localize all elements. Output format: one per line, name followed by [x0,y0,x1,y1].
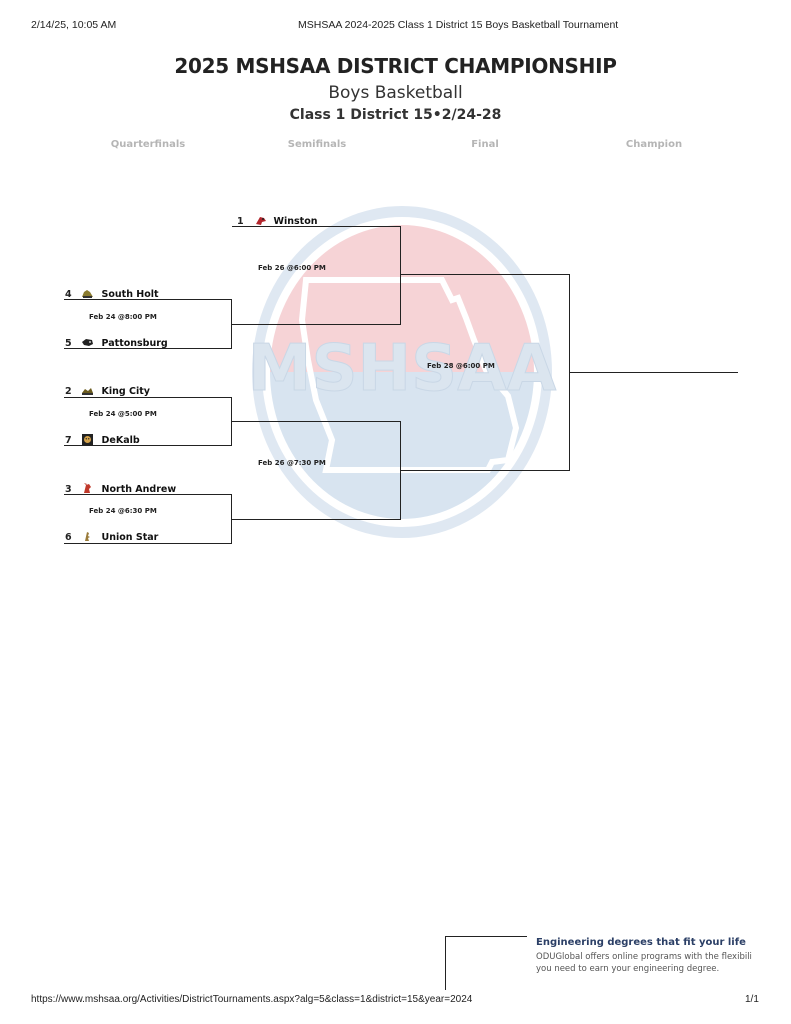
bracket-line [64,445,232,446]
seed: 3 [65,484,72,495]
round-header-final: Final [471,139,499,150]
team-entry-south-holt[interactable]: 4 South Holt [65,284,159,302]
round-header-quarterfinals: Quarterfinals [110,139,186,150]
team-entry-pattonsburg[interactable]: 5 Pattonsburg [65,333,168,351]
bracket-line [401,470,570,471]
team-name: Union Star [101,532,159,543]
trojan-logo-icon [85,532,91,541]
page-title: 2025 MSHSAA DISTRICT CHAMPIONSHIP [174,54,617,78]
round-header-champion: Champion [625,139,683,150]
seed: 4 [65,289,72,300]
bracket-line [231,299,232,349]
bracket-line [232,324,401,325]
knight-logo-icon [82,290,94,298]
team-name: Pattonsburg [101,338,168,349]
seed: 7 [65,435,72,446]
mshsaa-watermark-logo: MSHSAA [247,206,557,538]
team-name: King City [101,386,150,397]
bracket-line [400,226,401,325]
cardinal-logo-icon [256,217,267,225]
bracket-line [64,299,232,300]
bracket-line [232,421,401,422]
sport-subtitle: Boys Basketball [328,83,463,103]
game-time-qf3: Feb 24 @6:30 PM [89,507,157,515]
bracket-line [64,494,232,495]
bracket-line [64,543,232,544]
team-entry-north-andrew[interactable]: 3 North Andrew [65,479,176,497]
bracket-line [231,397,232,446]
bracket-line [232,519,401,520]
bracket-line [232,226,401,227]
team-name: Winston [273,216,318,227]
game-time-sf1: Feb 26 @6:00 PM [258,264,326,272]
print-page-title: MSHSAA 2024-2025 Class 1 District 15 Boy… [298,19,619,31]
tiger-logo-icon [82,434,94,445]
bracket-line [400,421,401,520]
champion-line [570,372,738,373]
district-subtitle: Class 1 District 15•2/24-28 [289,107,502,123]
print-url[interactable]: https://www.mshsaa.org/Activities/Distri… [31,994,473,1005]
print-page-number: 1/1 [745,994,759,1005]
ad-headline[interactable]: Engineering degrees that fit your life [536,937,746,948]
team-entry-winston[interactable]: 1 Winston [237,211,318,229]
seed: 1 [237,216,244,227]
bracket-line [231,494,232,544]
ad-text-line1: ODUGlobal offers online programs with th… [536,952,752,962]
panther-logo-icon [82,339,94,346]
bracket-line [64,397,232,398]
watermark-text: MSHSAA [248,332,557,406]
ad-border [445,936,527,937]
team-name: South Holt [101,289,159,300]
team-name: North Andrew [101,484,177,495]
bracket-line [569,274,570,471]
game-time-sf2: Feb 26 @7:30 PM [258,459,326,467]
king-city-logo-icon [82,388,94,395]
advertisement[interactable]: Engineering degrees that fit your life O… [445,936,791,990]
print-datetime: 2/14/25, 10:05 AM [31,19,117,31]
game-time-qf2: Feb 24 @5:00 PM [89,410,157,418]
team-entry-dekalb[interactable]: 7 DeKalb [65,430,140,448]
bracket-line [401,274,570,275]
team-entry-king-city[interactable]: 2 King City [65,381,150,399]
team-entry-union-star[interactable]: 6 Union Star [65,527,158,545]
team-name: DeKalb [101,435,140,446]
game-time-qf1: Feb 24 @8:00 PM [89,313,157,321]
ad-border [445,936,446,990]
round-header-semifinals: Semifinals [287,139,347,150]
cardinal-logo-icon [84,483,92,493]
seed: 5 [65,338,72,349]
seed: 6 [65,532,72,543]
seed: 2 [65,386,72,397]
game-time-final: Feb 28 @6:00 PM [427,362,495,370]
ad-text-line2: you need to earn your engineering degree… [536,964,720,974]
bracket-line [64,348,232,349]
